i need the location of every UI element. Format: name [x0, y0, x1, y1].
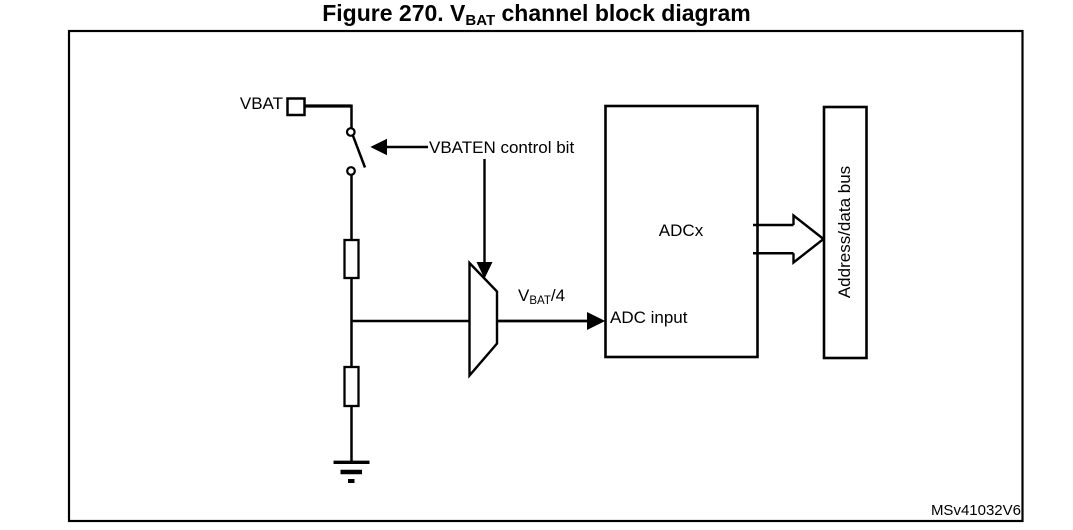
vbat-pin-square	[286, 97, 306, 117]
switch-blade	[351, 135, 367, 168]
signal-prefix: V	[518, 286, 530, 305]
bus-block-arrow-icon	[753, 213, 826, 265]
vbat-div4-signal-label: VBAT/4	[518, 286, 565, 311]
adc-block-label: ADCx	[658, 221, 704, 240]
switch-bottom-contact	[346, 166, 356, 176]
adc-input-label: ADC input	[610, 308, 688, 327]
bus-arrowhead	[792, 213, 826, 265]
ground-icon	[333, 460, 370, 483]
figure-watermark: MSv41032V6	[930, 502, 1021, 519]
vbat-pin-label: VBAT	[239, 94, 283, 113]
vbaten-control-bit-label: VBATEN control bit	[429, 138, 575, 157]
figure-frame	[67, 29, 1024, 523]
figure-title: Figure 270. VBAT channel block diagram	[0, 0, 1073, 34]
mux-trapezoid	[468, 260, 499, 379]
vbaten-down-arrowhead-icon	[476, 262, 493, 279]
figure-title-prefix: Figure 270. V	[322, 0, 466, 26]
resistor-top	[343, 238, 360, 280]
address-data-bus-label: Address/data bus	[835, 165, 854, 299]
adc-box	[604, 104, 759, 359]
figure-title-subscript: BAT	[465, 12, 496, 29]
vbaten-arrowhead-icon	[370, 138, 387, 156]
switch-top-contact	[345, 127, 356, 137]
figure-title-suffix: channel block diagram	[495, 0, 751, 26]
resistor-bottom	[343, 365, 360, 408]
signal-subscript: BAT	[529, 295, 551, 307]
adc-input-arrowhead-icon	[587, 311, 606, 331]
signal-suffix: /4	[550, 286, 566, 305]
bus-box	[822, 105, 868, 360]
